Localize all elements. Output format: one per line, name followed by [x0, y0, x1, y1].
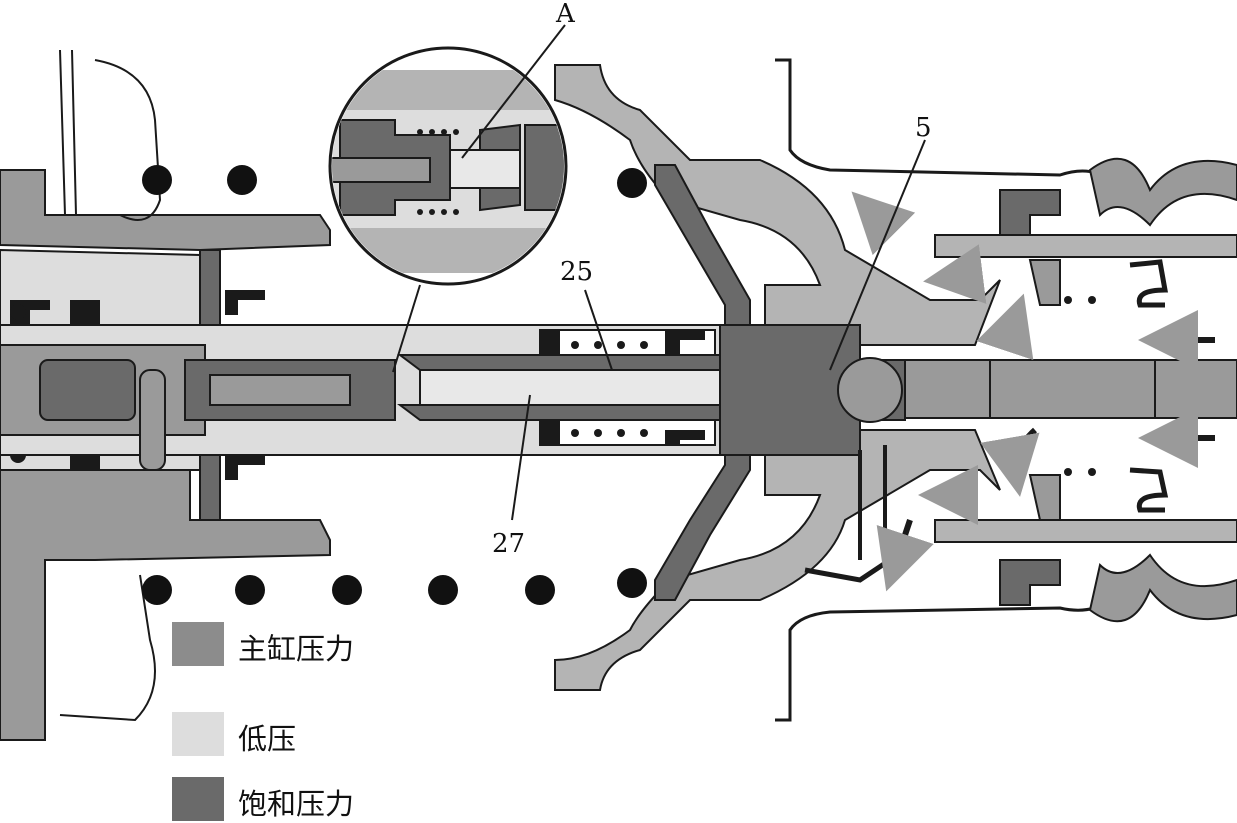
- ball-bearing-icon: [142, 165, 647, 605]
- legend-item-saturation-pressure: 饱和压力: [172, 777, 432, 821]
- legend-swatch: [172, 622, 224, 666]
- right-shell: [775, 58, 1237, 722]
- leader-lines: [461, 24, 926, 521]
- legend-label: 饱和压力: [238, 787, 355, 821]
- flow-arrow-icon: [851, 191, 1215, 592]
- legend-label: 主缸压力: [238, 632, 355, 666]
- legend-item-low-pressure: 低压: [172, 712, 432, 756]
- detail-circle-a: [328, 46, 568, 373]
- callout-a: A: [555, 0, 576, 29]
- callout-27: 27: [492, 529, 525, 559]
- legend-item-master-pressure: 主缸压力: [172, 622, 432, 666]
- spring-chamber-25: [539, 329, 716, 446]
- callout-25: 25: [560, 257, 593, 287]
- central-housing: [554, 64, 1001, 691]
- legend-swatch: [172, 777, 224, 821]
- legend-swatch: [172, 712, 224, 756]
- legend-label: 低压: [238, 722, 297, 756]
- piston-head-5: [719, 324, 1237, 456]
- spring-coil-icon: [571, 341, 648, 437]
- callout-5: 5: [915, 113, 932, 143]
